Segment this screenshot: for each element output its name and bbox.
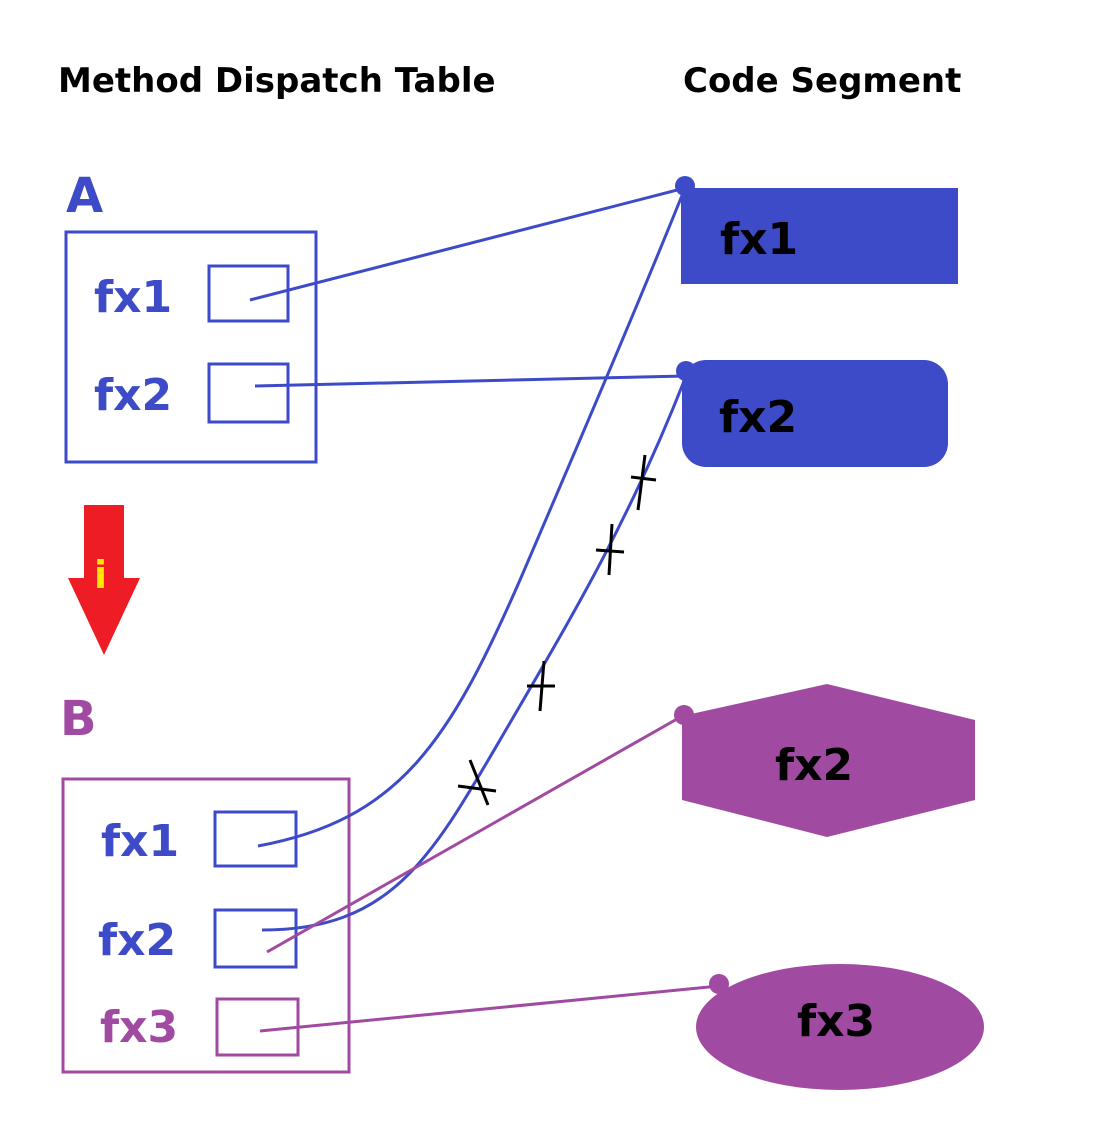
class-b-fx2-slot xyxy=(213,908,298,969)
code-block-b-fx3 xyxy=(696,964,984,1090)
cross-mark-4-slash xyxy=(636,454,647,511)
class-a-label: A xyxy=(66,168,103,224)
endpoint-dot-b-fx3 xyxy=(709,974,729,994)
connector-b-fx1-inherited xyxy=(257,187,687,848)
code-block-b-fx3-label: fx3 xyxy=(797,996,875,1047)
code-block-a-fx2-label: fx2 xyxy=(719,392,797,443)
cross-mark-3-slash xyxy=(607,523,614,576)
endpoint-dot-a-fx2 xyxy=(676,361,696,381)
class-a-fx2-label: fx2 xyxy=(94,370,172,421)
override-cross-marks xyxy=(457,454,657,806)
cross-mark-1-bar xyxy=(457,784,497,793)
endpoint-dot-a-fx1 xyxy=(675,176,695,196)
class-b-dispatch-table xyxy=(61,777,351,1074)
connector-a-fx1 xyxy=(249,186,686,302)
class-a-fx1-label: fx1 xyxy=(94,272,172,323)
cross-mark-2-slash xyxy=(538,660,546,712)
code-block-b-fx2 xyxy=(682,684,975,837)
inheritance-arrow xyxy=(68,505,140,655)
inheritance-arrow-label: i xyxy=(94,553,107,597)
endpoint-dot-b-fx2 xyxy=(674,705,694,725)
class-b-fx3-label: fx3 xyxy=(100,1002,178,1053)
code-block-a-fx2 xyxy=(682,360,948,467)
connector-a-fx2 xyxy=(254,374,687,388)
class-a-fx1-slot xyxy=(207,264,290,323)
connector-b-fx2-override xyxy=(266,713,685,954)
connector-b-fx2-overridden xyxy=(261,375,688,932)
code-block-b-fx2-label: fx2 xyxy=(775,740,853,791)
class-a-fx2-slot xyxy=(207,362,290,424)
code-block-a-fx1 xyxy=(681,188,958,284)
code-segment-heading: Code Segment xyxy=(683,61,961,101)
class-b-fx1-label: fx1 xyxy=(101,816,179,867)
class-b-fx1-slot xyxy=(213,810,298,868)
cross-mark-1-slash xyxy=(468,759,490,806)
class-a-dispatch-table xyxy=(64,230,318,464)
class-b-label: B xyxy=(60,691,97,747)
connector-b-fx3 xyxy=(259,984,720,1033)
class-b-fx2-label: fx2 xyxy=(98,915,176,966)
code-block-a-fx1-label: fx1 xyxy=(720,214,798,265)
method-dispatch-table-heading: Method Dispatch Table xyxy=(58,61,496,101)
